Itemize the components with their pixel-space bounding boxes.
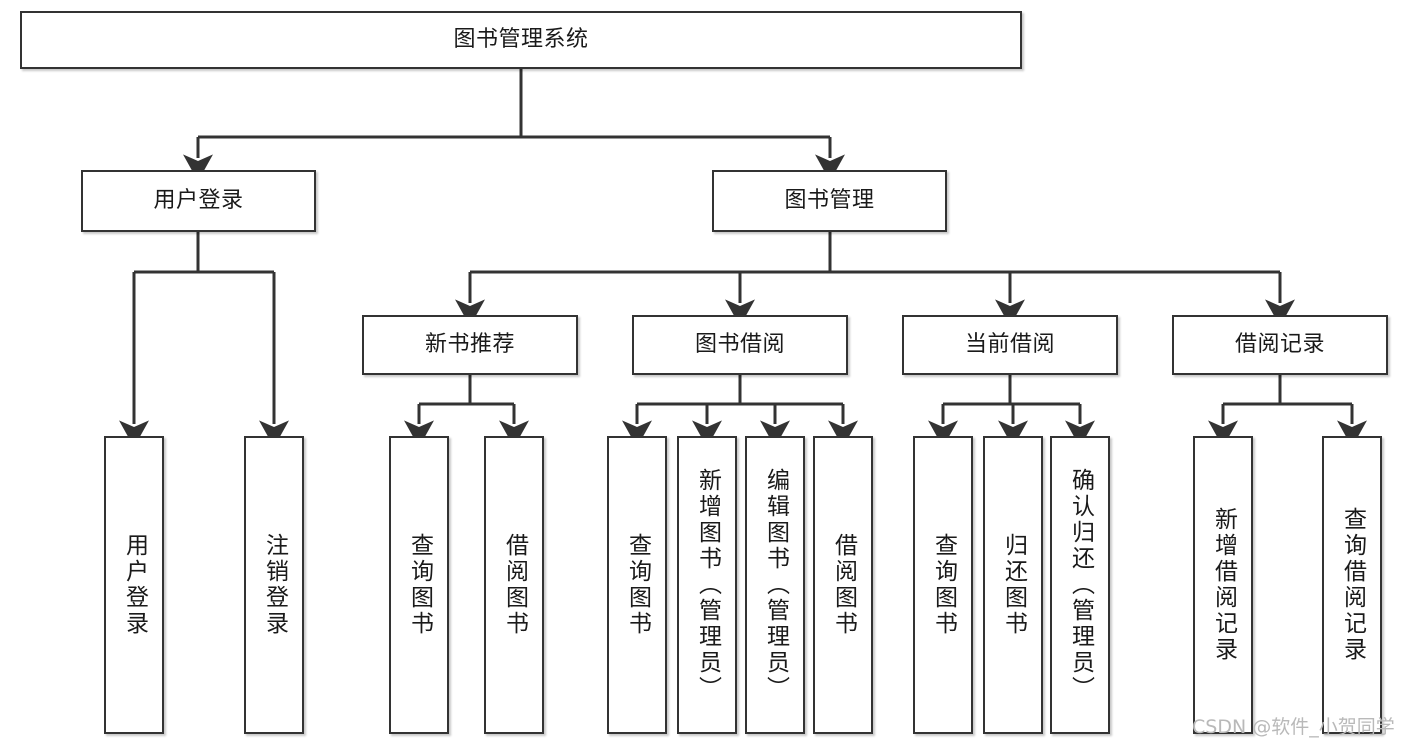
node-book-manage[interactable]: 图书管理 [712,170,947,232]
leaf-query-book-3-label: 查询图书 [930,533,957,637]
node-user-login[interactable]: 用户登录 [81,170,316,232]
node-book-manage-label: 图书管理 [784,188,875,214]
watermark-text: CSDN @软件_小贺同学 [1192,716,1395,738]
leaf-confirm-return-label: 确认归还（管理员） [1067,468,1094,702]
leaf-add-book[interactable]: 新增图书（管理员） [677,436,737,734]
leaf-logout-label: 注销登录 [261,533,288,637]
node-book-borrow-label: 图书借阅 [694,332,785,358]
node-current-borrow[interactable]: 当前借阅 [902,315,1118,375]
leaf-user-login-label: 用户登录 [121,533,148,637]
leaf-query-book-1[interactable]: 查询图书 [389,436,449,734]
node-current-borrow-label: 当前借阅 [964,332,1055,358]
leaf-return-book-label: 归还图书 [1000,533,1027,637]
leaf-query-book-3[interactable]: 查询图书 [913,436,973,734]
node-root-label: 图书管理系统 [453,27,589,53]
leaf-confirm-return[interactable]: 确认归还（管理员） [1050,436,1110,734]
leaf-logout[interactable]: 注销登录 [244,436,304,734]
leaf-query-record[interactable]: 查询借阅记录 [1322,436,1382,734]
leaf-borrow-book-1-label: 借阅图书 [501,533,528,637]
leaf-query-book-1-label: 查询图书 [406,533,433,637]
leaf-query-record-label: 查询借阅记录 [1339,507,1366,663]
leaf-return-book[interactable]: 归还图书 [983,436,1043,734]
node-borrow-record-label: 借阅记录 [1234,332,1325,358]
node-new-book-recommend[interactable]: 新书推荐 [362,315,578,375]
leaf-query-book-2-label: 查询图书 [624,533,651,637]
leaf-query-book-2[interactable]: 查询图书 [607,436,667,734]
leaf-user-login[interactable]: 用户登录 [104,436,164,734]
leaf-edit-book[interactable]: 编辑图书（管理员） [745,436,805,734]
node-new-book-recommend-label: 新书推荐 [424,332,515,358]
leaf-borrow-book-2-label: 借阅图书 [830,533,857,637]
leaf-add-book-label: 新增图书（管理员） [694,468,721,702]
leaf-borrow-book-1[interactable]: 借阅图书 [484,436,544,734]
leaf-add-record[interactable]: 新增借阅记录 [1193,436,1253,734]
node-user-login-label: 用户登录 [153,188,244,214]
node-borrow-record[interactable]: 借阅记录 [1172,315,1388,375]
node-root[interactable]: 图书管理系统 [20,11,1022,69]
leaf-borrow-book-2[interactable]: 借阅图书 [813,436,873,734]
node-book-borrow[interactable]: 图书借阅 [632,315,848,375]
leaf-add-record-label: 新增借阅记录 [1210,507,1237,663]
leaf-edit-book-label: 编辑图书（管理员） [762,468,789,702]
